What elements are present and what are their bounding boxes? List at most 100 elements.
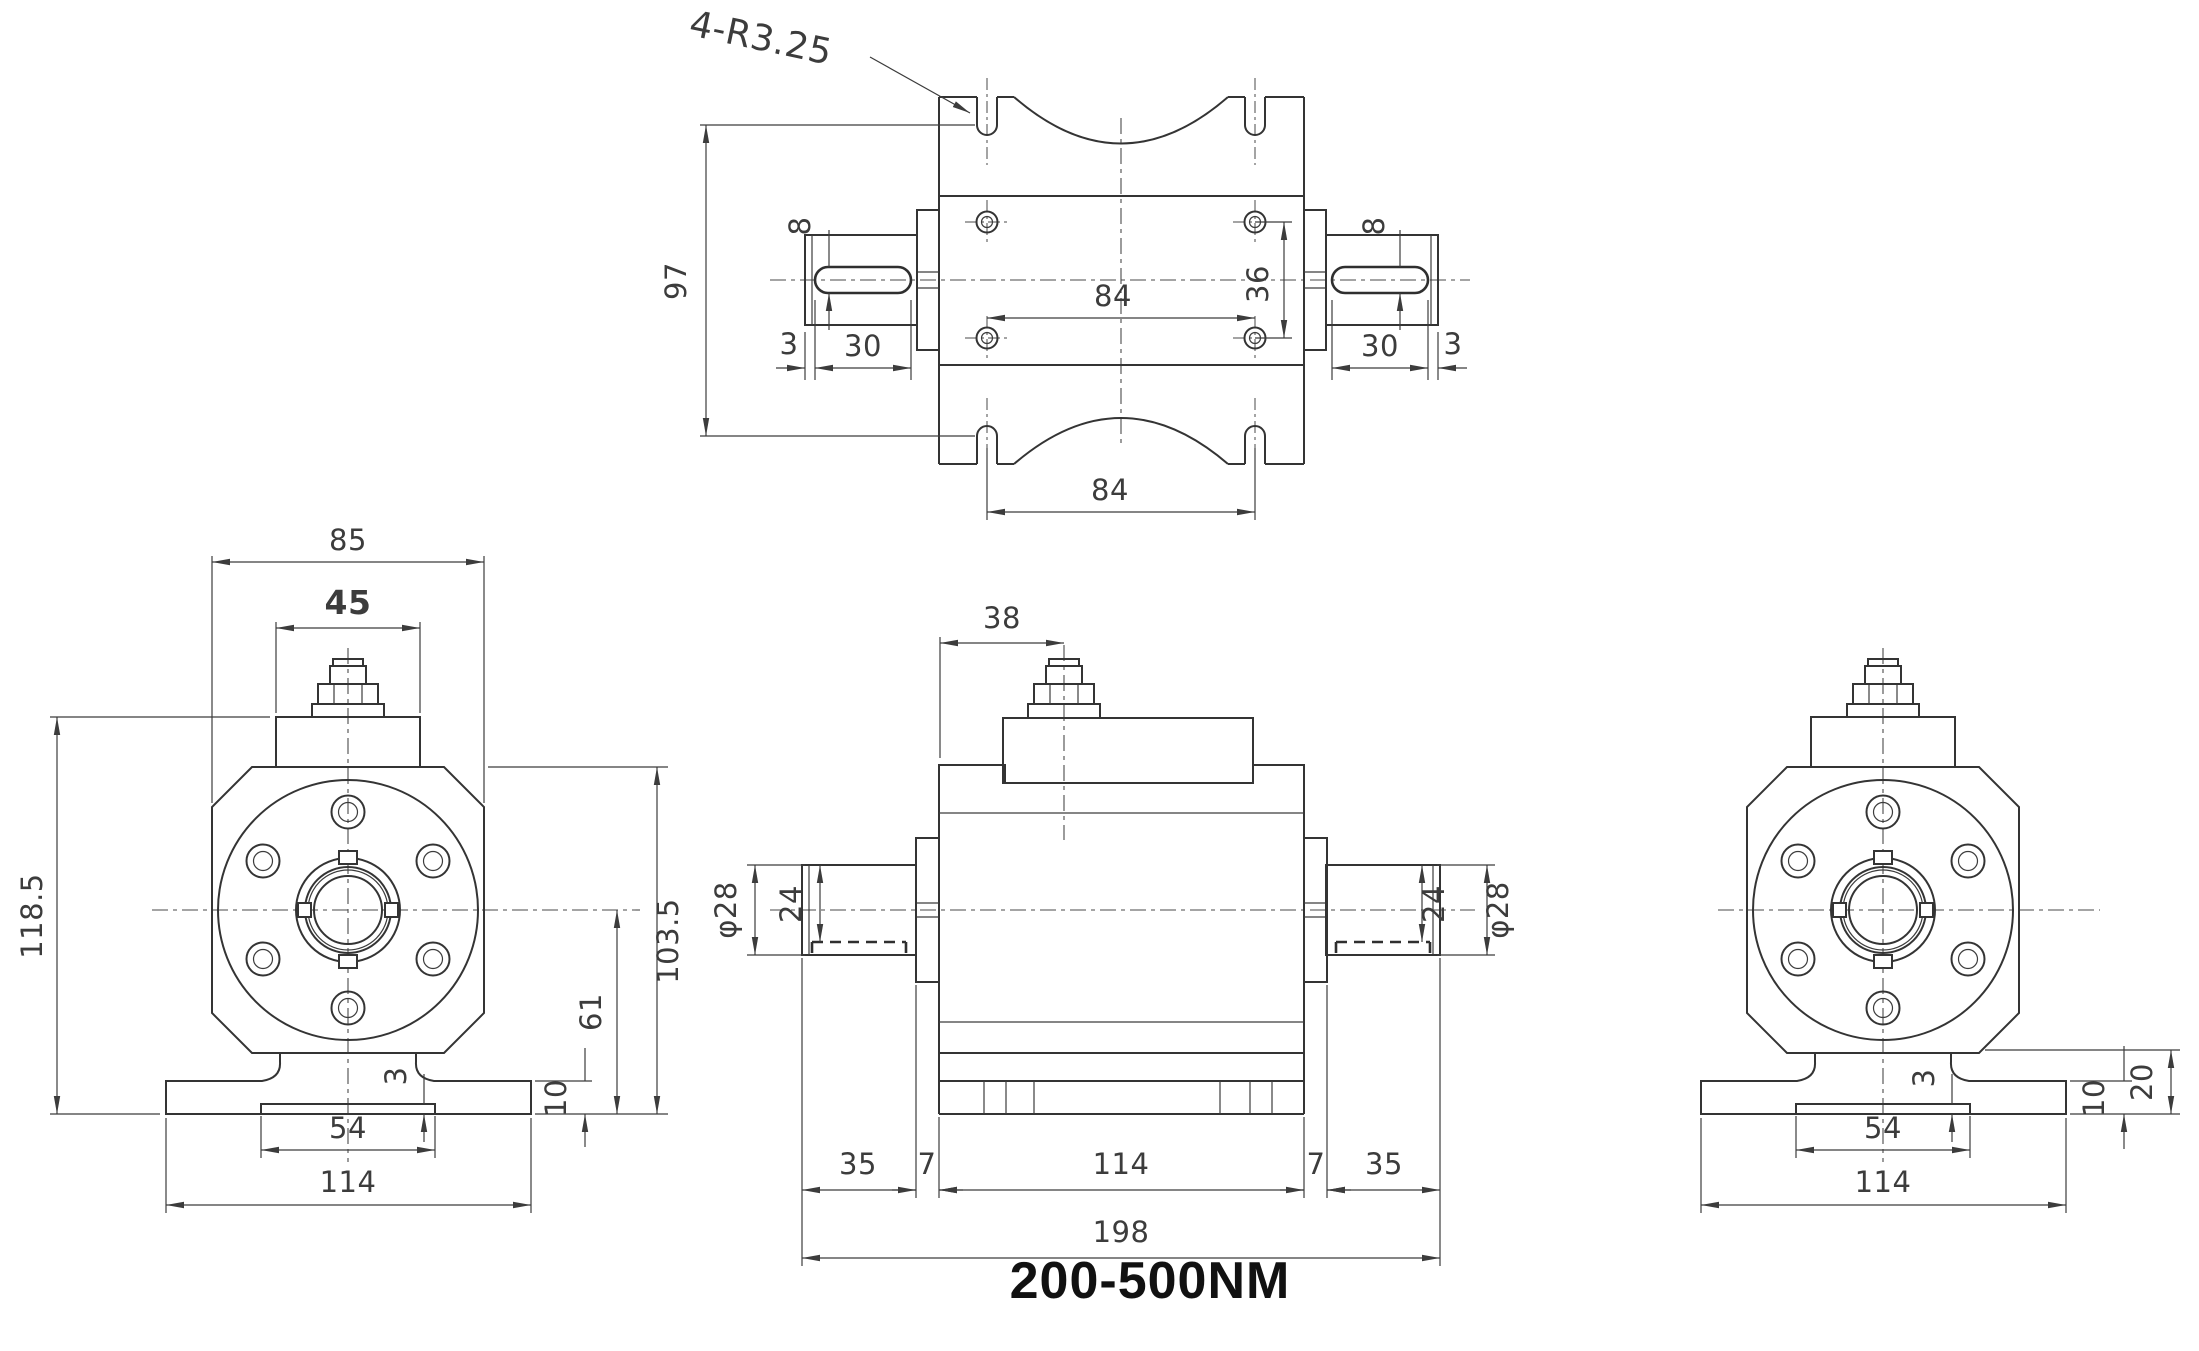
shaft-right [1325,864,1441,956]
front-view-centerlines [770,645,1475,911]
right-view-body [1700,658,2067,1115]
flange-bolt-inner [1787,850,1809,872]
flange-bolt [415,941,451,977]
dim-3: 3 [1907,1069,1941,1088]
shaft-left [804,234,918,326]
shaft-chamfer-lines [808,865,1434,955]
key-notch-right [1919,902,1934,918]
dim-3-left: 3 [780,327,799,361]
dim-114-body: 114 [1093,1147,1150,1181]
bolt-hole-inner [980,215,994,229]
dim-97: 97 [659,262,693,300]
body-band-lines [939,195,1304,366]
dim-dia28-right: φ28 [1481,881,1515,939]
dim-7-right: 7 [1307,1147,1326,1181]
right-side-view: 3 54 114 10 20 [1700,648,2180,1213]
keyway-left [813,265,913,295]
housing-outline [938,764,1305,1053]
flange-circle [217,779,479,1041]
flange-bolt-inner [1872,801,1894,823]
ext-85 [211,556,485,803]
dim-54: 54 [1864,1111,1902,1145]
connector-hex-facets [333,684,363,704]
mounting-slots [976,97,1266,464]
mounting-foot [1700,1053,2067,1115]
dim-3-right: 3 [1444,327,1463,361]
key-notch-right [384,902,399,918]
key-notch-top [338,850,358,865]
flange-bolt-inner [1872,997,1894,1019]
bolt-hole [975,326,999,350]
hub-grooves [916,902,1327,918]
ext-97 [700,124,975,437]
flange-bolt-inner [252,948,274,970]
drawing-title: 200-500NM [1010,1252,1291,1310]
flange-bolt [245,941,281,977]
dim-35-left: 35 [839,1147,877,1181]
dim-24-left: 24 [774,885,808,923]
flange-bolt [1865,794,1901,830]
dim-8-left: 8 [783,217,817,236]
ext-84-bottom [986,448,1256,520]
flange-bolts [1780,794,1986,1026]
dim-84-slots: 84 [1091,473,1129,507]
dim-45: 45 [325,583,372,622]
key-notch-bottom [1873,954,1893,969]
right-view-dimensions: 3 54 114 10 20 [1700,1046,2180,1213]
connector [1027,658,1101,719]
flange-bolt [1780,843,1816,879]
flange-bolt-inner [337,997,359,1019]
housing-feature-lines [939,812,1304,1023]
electronics-block [1002,717,1254,784]
dim-30-left: 30 [844,329,882,363]
dim-30-right: 30 [1361,329,1399,363]
dim-3: 3 [379,1067,413,1086]
right-view-centerlines [1718,648,2100,1162]
left-side-view: 85 45 118.5 103.5 61 10 3 54 114 [15,523,685,1213]
base-section [938,1053,1305,1115]
flange-bolt [415,843,451,879]
dim-54: 54 [329,1111,367,1145]
dim-10: 10 [2077,1079,2111,1117]
connector [311,658,385,718]
dim-slot-radius: 4-R3.25 [686,3,836,73]
key-notch-bottom [338,954,358,969]
flange-bolt-inner [1787,948,1809,970]
front-view: 38 φ28 24 24 φ28 35 7 114 7 35 198 [709,601,1515,1266]
dim-dia28-left: φ28 [709,881,743,939]
connector-cap [332,658,364,667]
dim-10: 10 [539,1079,573,1117]
connector-hex-facets [1868,684,1898,704]
connector-cap [1867,658,1899,667]
front-view-body [801,658,1441,1115]
octagon-housing [1746,766,2020,1054]
flange-circle [1752,779,2014,1041]
flange-bolt-inner [337,801,359,823]
flange-bolt [1780,941,1816,977]
top-view: 4-R3.25 97 8 8 3 30 30 3 84 36 84 [659,3,1470,520]
bolt-hole-inner [980,331,994,345]
shaft-bore [313,875,383,945]
shaft-bore [1848,875,1918,945]
dim-38: 38 [983,601,1021,635]
flange-bolt [330,794,366,830]
dim-8-right: 8 [1357,217,1391,236]
hub-collar-grooves [917,271,1326,289]
flange-bolt-inner [1957,948,1979,970]
key-notch-left [297,902,312,918]
shaft-right [1325,234,1439,326]
dim-61: 61 [574,993,608,1031]
top-view-dimensions: 4-R3.25 97 8 8 3 30 30 3 84 36 84 [659,3,1467,520]
dim-198: 198 [1093,1215,1150,1249]
flange-bolt [1950,843,1986,879]
dim-103-5: 103.5 [651,898,685,984]
flange-bolt [245,843,281,879]
dim-114: 114 [320,1165,377,1199]
left-view-dimensions: 85 45 118.5 103.5 61 10 3 54 114 [15,523,685,1213]
flange-bolt [1950,941,1986,977]
left-view-body [165,658,532,1115]
octagon-housing [211,766,485,1054]
radius-leader-line [869,56,971,114]
